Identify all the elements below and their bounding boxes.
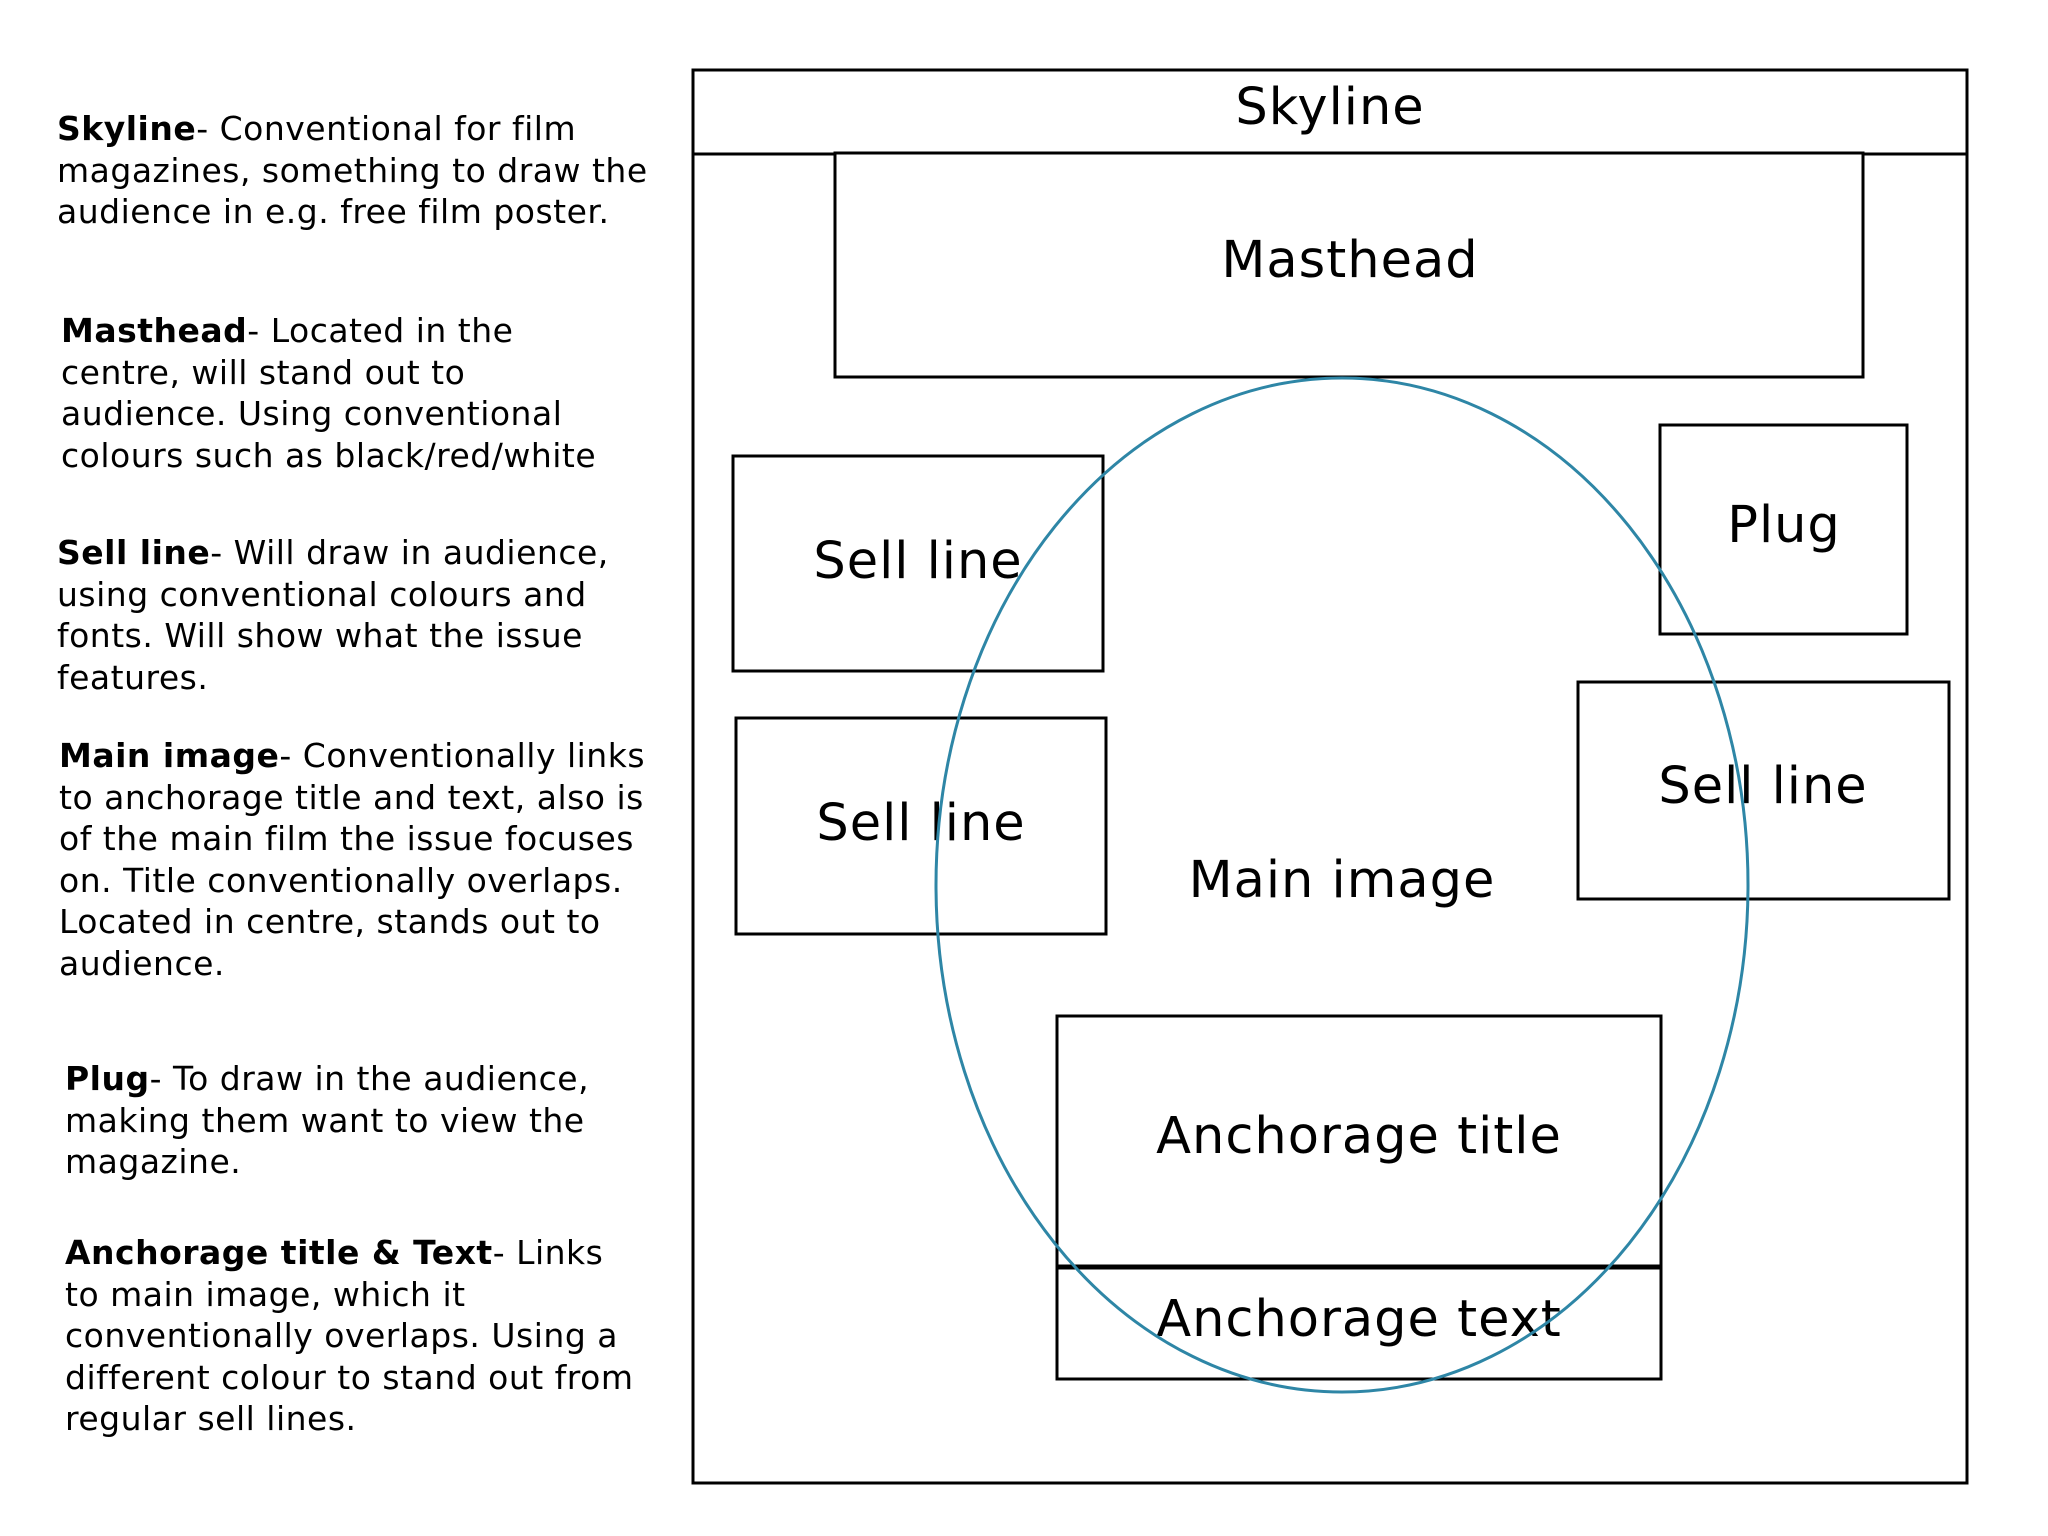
- plug-box: [1658, 423, 1909, 636]
- sell-line-right-label: Sell line: [1658, 757, 1867, 816]
- note-masthead: Masthead- Located in the centre, will st…: [61, 310, 641, 476]
- note-plug: Plug- To draw in the audience, making th…: [65, 1058, 625, 1183]
- sell-line-left-top-label: Sell line: [813, 532, 1022, 591]
- note-term: Main image: [59, 736, 280, 775]
- masthead-label: Masthead: [1221, 231, 1478, 290]
- sell-line-left-bottom-label: Sell line: [816, 794, 1025, 853]
- anchorage-title-label: Anchorage title: [1156, 1107, 1562, 1166]
- note-main-image: Main image- Conventionally links to anch…: [59, 735, 659, 984]
- masthead-box: [833, 151, 1865, 379]
- note-term: Skyline: [57, 109, 197, 148]
- main-image-label: Main image: [1189, 851, 1496, 910]
- anchorage-title-box: [1055, 1014, 1663, 1269]
- note-text: - Will draw in audience, using conventio…: [57, 533, 609, 697]
- skyline-label: Skyline: [1235, 78, 1424, 137]
- main-image-ellipse: [934, 376, 1750, 1394]
- note-text: - Links to main image, which it conventi…: [65, 1233, 634, 1438]
- note-text: - To draw in the audience, making them w…: [65, 1059, 590, 1181]
- sell-line-left-bottom-box: [734, 716, 1108, 936]
- sell-line-left-top-box: [731, 454, 1105, 673]
- sell-line-right-box: [1576, 680, 1951, 901]
- anchorage-text-label: Anchorage text: [1156, 1290, 1562, 1349]
- plug-label: Plug: [1727, 496, 1841, 555]
- page-frame: [691, 68, 1969, 1485]
- note-anchorage: Anchorage title & Text- Links to main im…: [65, 1232, 645, 1440]
- note-skyline: Skyline- Conventional for film magazines…: [57, 108, 657, 233]
- note-term: Plug: [65, 1059, 150, 1098]
- note-term: Sell line: [57, 533, 211, 572]
- note-term: Masthead: [61, 311, 248, 350]
- note-term: Anchorage title & Text: [65, 1233, 493, 1272]
- note-text: - Conventional for film magazines, somet…: [57, 109, 648, 231]
- anchorage-text-box: [1055, 1265, 1663, 1381]
- note-text: - Located in the centre, will stand out …: [61, 311, 597, 475]
- note-text: - Conventionally links to anchorage titl…: [59, 736, 646, 983]
- note-sell-line: Sell line- Will draw in audience, using …: [57, 532, 627, 698]
